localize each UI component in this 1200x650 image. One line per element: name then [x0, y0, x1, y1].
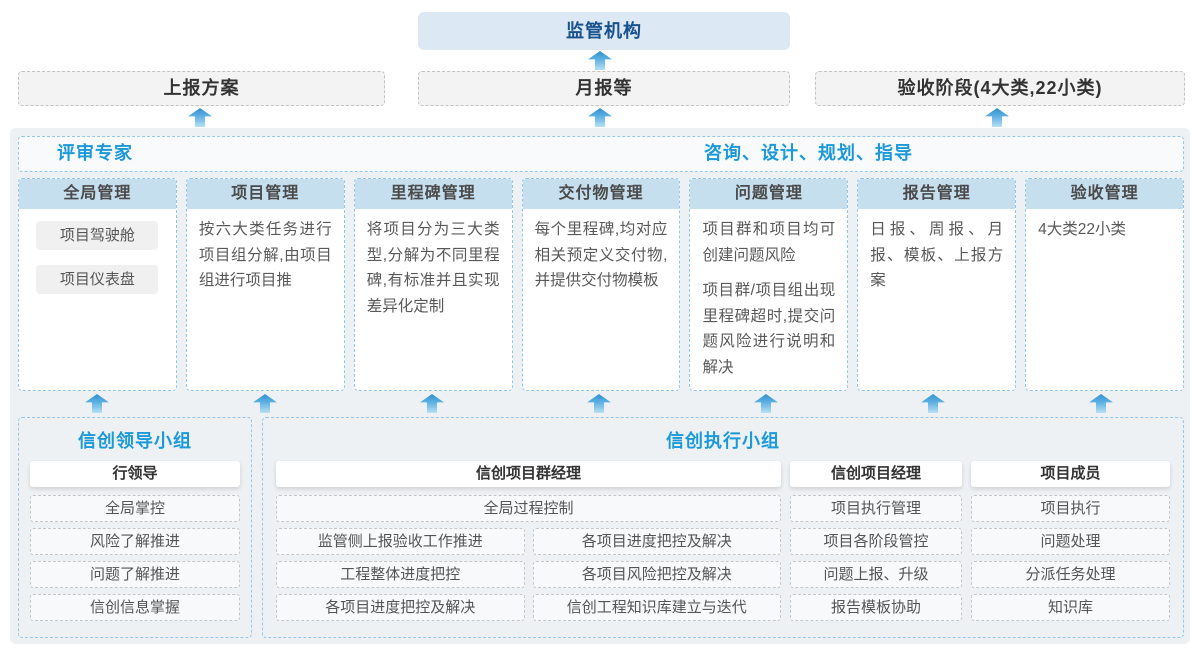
column-description: 项目群/项目组出现里程碑超时,提交问题风险进行说明和解决: [702, 282, 836, 376]
pill-item: 项目驾驶舱: [36, 221, 159, 250]
task-item: 各项目进度把控及解决: [276, 594, 525, 621]
pill-item: 项目仪表盘: [36, 265, 159, 294]
task-item: 各项目风险把控及解决: [532, 561, 781, 588]
column-project-mgmt: 项目管理 按六大类任务进行项目组分解,由项目组进行项目推: [185, 178, 345, 391]
column-title: 全局管理: [19, 179, 176, 209]
exec-group-title: 信创执行小组: [666, 431, 780, 451]
column-title: 问题管理: [690, 179, 848, 209]
consulting-label: 咨询、设计、规划、指导: [704, 143, 913, 163]
leader-group-box: 信创领导小组 行领导 全局掌控 风险了解推进 问题了解推进 信创信息掌握: [18, 417, 252, 638]
column-title: 项目管理: [186, 179, 344, 209]
report-box-plan: 上报方案: [18, 71, 385, 106]
task-item: 分派任务处理: [971, 561, 1170, 588]
section-project-member: 项目成员 项目执行 问题处理 分派任务处理 知识库: [971, 461, 1170, 621]
task-item: 报告模板协助: [790, 594, 962, 621]
column-acceptance-mgmt: 验收管理 4大类22小类: [1025, 178, 1185, 391]
task-item: 信创信息掌握: [30, 594, 240, 621]
column-title: 验收管理: [1026, 179, 1184, 209]
leader-group-title: 信创领导小组: [78, 431, 192, 451]
task-item: 项目执行管理: [790, 495, 962, 522]
role-header-bank-leader: 行领导: [30, 461, 240, 487]
column-global-mgmt: 全局管理 项目驾驶舱 项目仪表盘: [18, 178, 177, 391]
task-item: 问题上报、升级: [790, 561, 962, 588]
experts-band: 评审专家 咨询、设计、规划、指导: [18, 136, 1184, 172]
task-item: 全局掌控: [30, 495, 240, 522]
task-item: 信创工程知识库建立与迭代: [532, 594, 781, 621]
exec-group-box: 信创执行小组 信创项目群经理 全局过程控制 监管侧上报验收工作推进 各项目进度把…: [262, 417, 1184, 638]
section-program-manager: 信创项目群经理 全局过程控制 监管侧上报验收工作推进 各项目进度把控及解决 工程…: [276, 461, 781, 621]
report-box-acceptance: 验收阶段(4大类,22小类): [815, 71, 1185, 106]
experts-label: 评审专家: [57, 143, 133, 163]
task-item: 项目执行: [971, 495, 1170, 522]
column-description: 将项目分为三大类型,分解为不同里程碑,有标准并且实现差异化定制: [366, 221, 500, 315]
capability-columns: 全局管理 项目驾驶舱 项目仪表盘 项目管理 按六大类任务进行项目组分解,由项目组…: [18, 178, 1185, 391]
column-issue-mgmt: 问题管理 项目群和项目均可创建问题风险 项目群/项目组出现里程碑超时,提交问题风…: [689, 178, 849, 391]
task-item: 监管侧上报验收工作推进: [276, 528, 525, 555]
task-item: 项目各阶段管控: [790, 528, 962, 555]
role-header-program-manager: 信创项目群经理: [276, 461, 781, 487]
column-title: 报告管理: [858, 179, 1016, 209]
column-title: 交付物管理: [522, 179, 680, 209]
up-arrow-icon: [588, 51, 612, 70]
column-description: 每个里程碑,均对应相关预定义交付物,并提供交付物模板: [534, 221, 668, 290]
task-item: 问题了解推进: [30, 561, 240, 588]
column-report-mgmt: 报告管理 日报、周报、月报、模板、上报方案: [857, 178, 1017, 391]
report-box-monthly: 月报等: [418, 71, 790, 106]
column-description: 项目群和项目均可创建问题风险: [702, 221, 836, 264]
task-item: 知识库: [971, 594, 1170, 621]
column-description: 4大类22小类: [1038, 221, 1127, 238]
column-title: 里程碑管理: [354, 179, 512, 209]
task-item: 风险了解推进: [30, 528, 240, 555]
column-description: 按六大类任务进行项目组分解,由项目组进行项目推: [198, 221, 332, 290]
up-arrow-icon: [188, 108, 212, 127]
column-description: 日报、周报、月报、模板、上报方案: [870, 221, 1004, 290]
task-item: 问题处理: [971, 528, 1170, 555]
task-item: 各项目进度把控及解决: [532, 528, 781, 555]
regulator-box: 监管机构: [418, 12, 790, 50]
column-deliverable-mgmt: 交付物管理 每个里程碑,均对应相关预定义交付物,并提供交付物模板: [521, 178, 681, 391]
task-item: 全局过程控制: [276, 495, 781, 522]
column-milestone-mgmt: 里程碑管理 将项目分为三大类型,分解为不同里程碑,有标准并且实现差异化定制: [353, 178, 513, 391]
task-item: 工程整体进度把控: [276, 561, 525, 588]
role-header-project-manager: 信创项目经理: [790, 461, 962, 487]
up-arrow-icon: [588, 108, 612, 127]
section-project-manager: 信创项目经理 项目执行管理 项目各阶段管控 问题上报、升级 报告模板协助: [790, 461, 962, 621]
role-header-project-member: 项目成员: [971, 461, 1170, 487]
up-arrow-icon: [985, 108, 1009, 127]
